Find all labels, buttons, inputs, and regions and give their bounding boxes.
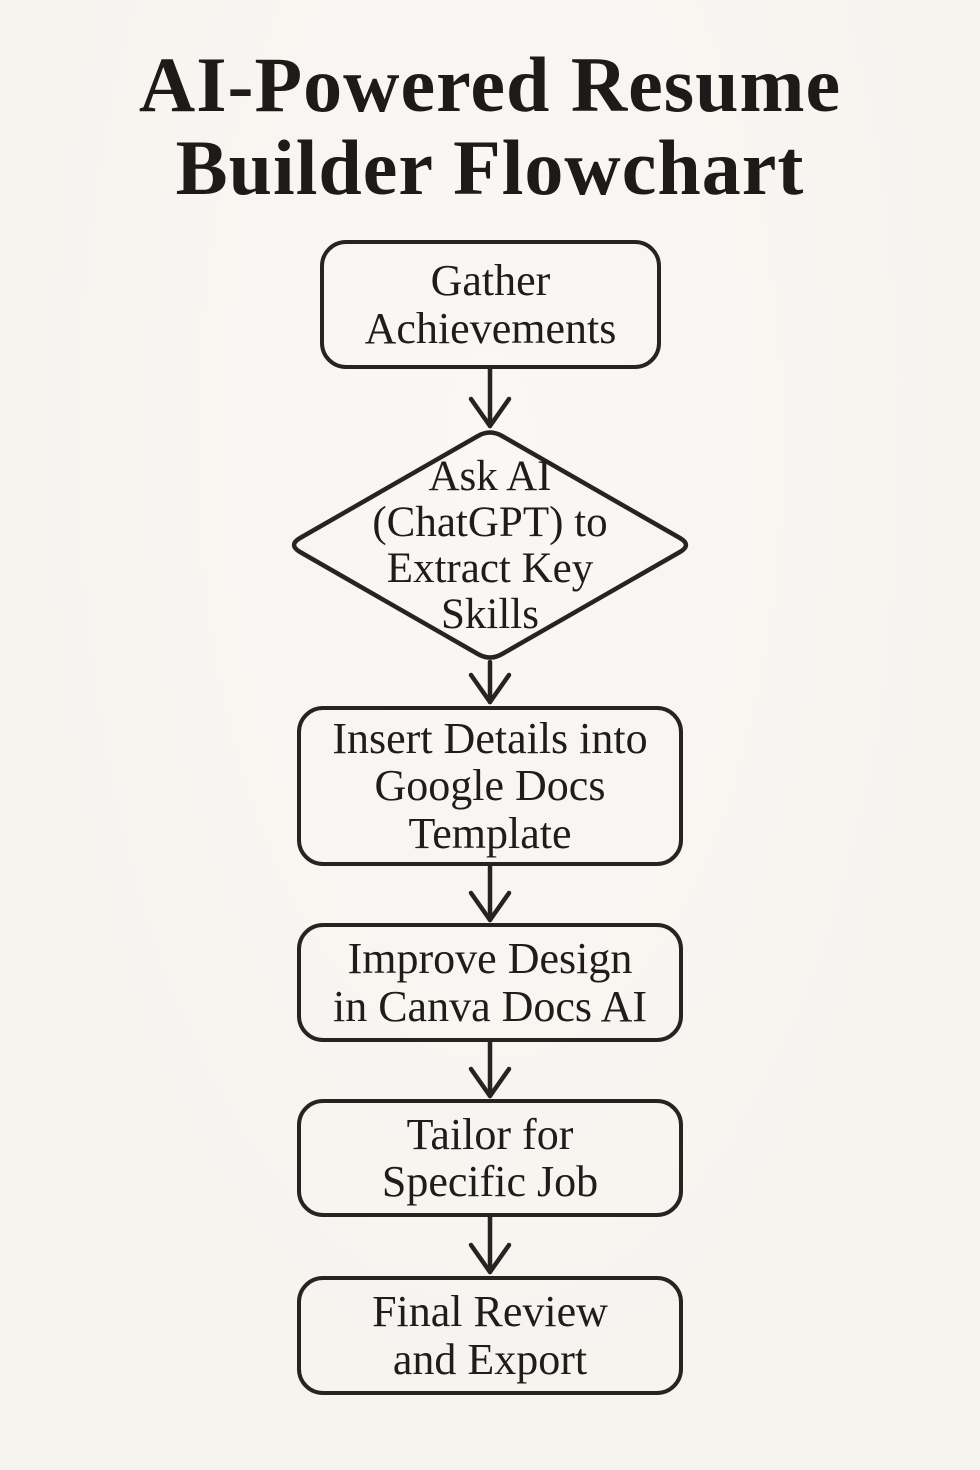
arrowhead-icon [468, 1242, 512, 1275]
arrowhead-icon [468, 672, 512, 705]
node-insert-details-google-docs: Insert Details into Google Docs Template [297, 706, 683, 866]
arrow-ask-ai-to-insert [468, 659, 512, 705]
node-tailor-specific-job: Tailor for Specific Job [297, 1099, 683, 1217]
arrow-insert-to-improve [468, 864, 512, 923]
arrow-gather-to-ask-ai [468, 366, 512, 429]
page-title: AI-Powered Resume Builder Flowchart [138, 41, 842, 211]
decision-diamond-shape [291, 430, 689, 660]
arrow-improve-to-tailor [468, 1039, 512, 1099]
node-ask-ai-extract-skills: Ask AI (ChatGPT) to Extract Key Skills [372, 453, 608, 638]
node-final-review-export: Final Review and Export [297, 1276, 683, 1395]
arrowhead-icon [468, 1066, 512, 1099]
node-gather-achievements: Gather Achievements [320, 240, 661, 369]
arrowhead-icon [468, 890, 512, 923]
arrow-tailor-to-final [468, 1214, 512, 1275]
node-improve-design-canva: Improve Design in Canva Docs AI [297, 923, 683, 1042]
arrowhead-icon [468, 396, 512, 429]
